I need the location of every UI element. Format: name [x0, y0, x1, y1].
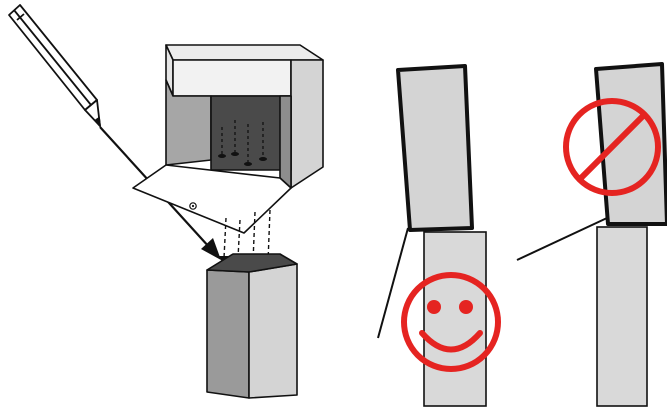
pin-heads	[221, 120, 264, 162]
correct-alignment-panel	[377, 64, 501, 407]
guide-line	[377, 227, 409, 339]
pencil-icon	[8, 4, 101, 127]
hinged-lid	[132, 164, 292, 234]
upper-panel	[396, 64, 474, 232]
guide-line-wrong	[516, 217, 608, 261]
post	[206, 253, 298, 399]
mounting-box	[165, 44, 324, 189]
installation-panel	[8, 4, 324, 399]
pin-discs	[218, 152, 267, 166]
lower-post	[423, 231, 487, 407]
incorrect-alignment-panel	[516, 62, 667, 407]
smiley-icon	[401, 272, 501, 372]
lower-post-wrong	[596, 226, 648, 407]
prohibited-icon	[563, 98, 661, 196]
